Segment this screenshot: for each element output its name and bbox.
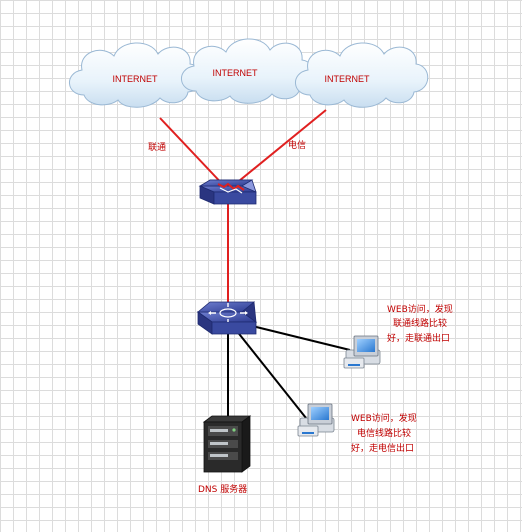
client-pc-icon — [343, 335, 381, 369]
lan-link-pc1 — [243, 323, 351, 351]
server-icon — [202, 415, 252, 473]
note-line: 电信线路比较 — [357, 427, 411, 439]
lan-link-pc2 — [235, 329, 307, 419]
unicom-client-note: WEB访问，发现 联通线路比较 好，走联通出口 — [387, 303, 453, 344]
switch-icon — [196, 301, 258, 335]
unicom-link-label: 联通 — [148, 142, 166, 153]
note-line: 好，走电信出口 — [351, 442, 414, 454]
cloud-label: INTERNET — [325, 74, 371, 84]
telecom-link — [227, 109, 327, 191]
note-line: 联通线路比较 — [393, 317, 447, 329]
telecom-client-note: WEB访问，发现 电信线路比较 好，走电信出口 — [351, 412, 417, 454]
note-line: WEB访问，发现 — [351, 412, 417, 424]
note-line: WEB访问，发现 — [387, 303, 453, 315]
cloud-label: INTERNET — [113, 74, 159, 84]
telecom-link-label: 电信 — [288, 139, 306, 151]
dns-server-label: DNS 服务器 — [198, 483, 247, 495]
internet-cloud: INTERNET — [294, 42, 429, 108]
internet-cloud: INTERNET — [180, 38, 315, 104]
internet-cloud: INTERNET — [68, 42, 203, 108]
cloud-label: INTERNET — [213, 68, 259, 78]
router-icon — [198, 179, 257, 205]
note-line: 好，走联通出口 — [387, 332, 450, 344]
client-pc-icon — [297, 403, 335, 437]
unicom-link — [159, 117, 229, 191]
